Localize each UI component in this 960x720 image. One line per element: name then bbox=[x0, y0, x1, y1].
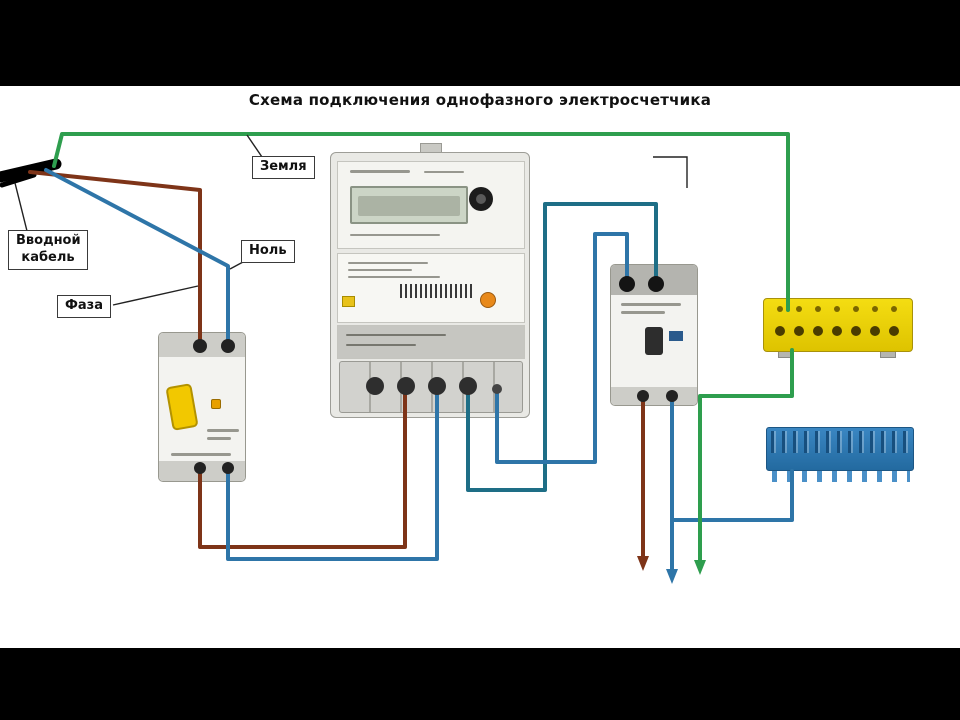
breaker-right-label-mark bbox=[669, 331, 683, 341]
meter-barcode bbox=[400, 284, 472, 298]
breaker-left-top-strip bbox=[159, 333, 245, 357]
breaker-right-text-line bbox=[621, 311, 665, 314]
meter-terminal-block bbox=[339, 361, 523, 413]
pointer-input-cable-label bbox=[14, 182, 28, 232]
breaker-left-text-line bbox=[171, 453, 231, 456]
meter-text-line bbox=[350, 234, 440, 236]
earth-callout-text: Земля bbox=[260, 159, 307, 174]
meter-yellow-mark bbox=[342, 296, 355, 307]
meter-text-line bbox=[346, 334, 446, 336]
neutral-callout-text: Ноль bbox=[249, 243, 287, 258]
wire-input-cable bbox=[0, 158, 62, 183]
neutral-bus-slots bbox=[771, 431, 909, 453]
input-cable-callout: Вводной кабель bbox=[8, 230, 88, 270]
meter-text-line bbox=[348, 262, 428, 264]
meter-orange-button bbox=[480, 292, 496, 308]
meter-text-line bbox=[350, 170, 410, 173]
input-cable-callout-line1: Вводной bbox=[16, 233, 81, 248]
phase-callout-text: Фаза bbox=[65, 298, 103, 313]
breaker-left-lever bbox=[165, 383, 199, 431]
bottom-letterbox-bar bbox=[0, 648, 960, 720]
ground-bus bbox=[763, 298, 913, 352]
breaker-right-top-strip bbox=[611, 265, 697, 295]
pointer-neutral-label bbox=[229, 261, 244, 270]
meter-text-line bbox=[348, 276, 440, 278]
earth-callout: Земля bbox=[252, 156, 315, 179]
breaker-right-text-line bbox=[621, 303, 681, 306]
meter-lcd-display bbox=[350, 186, 468, 224]
neutral-bus bbox=[766, 427, 914, 471]
breaker-left-bottom-strip bbox=[159, 461, 245, 481]
breaker-right-rcd bbox=[610, 264, 698, 406]
meter-top-panel bbox=[337, 161, 525, 249]
diagram-title: Схема подключения однофазного электросче… bbox=[248, 91, 712, 109]
pointer-corner-mark bbox=[653, 156, 688, 188]
pointer-earth-label bbox=[246, 134, 263, 158]
meter-lower-strip bbox=[337, 325, 525, 359]
arrow-phase-to-load bbox=[637, 556, 649, 571]
electric-meter bbox=[330, 152, 530, 418]
breaker-right-bottom-strip bbox=[611, 387, 697, 405]
input-cable-callout-line2: кабель bbox=[21, 249, 75, 265]
breaker-left-text-line bbox=[207, 437, 231, 440]
meter-mid-panel bbox=[337, 253, 525, 323]
meter-text-line bbox=[348, 269, 412, 271]
wire-input-cable-stub bbox=[0, 172, 37, 188]
breaker-left-indicator bbox=[211, 399, 221, 409]
pointer-phase-label bbox=[112, 285, 199, 306]
meter-lcd-digits bbox=[358, 196, 460, 216]
breaker-right-toggle bbox=[645, 327, 663, 355]
neutral-bus-pins bbox=[772, 471, 910, 482]
meter-text-line bbox=[424, 171, 464, 173]
breaker-left-rcd bbox=[158, 332, 246, 482]
neutral-callout: Ноль bbox=[241, 240, 295, 263]
phase-callout: Фаза bbox=[57, 295, 111, 318]
top-letterbox-bar bbox=[0, 0, 960, 86]
arrow-earth-to-load bbox=[694, 560, 706, 575]
meter-text-line bbox=[346, 344, 416, 346]
arrow-neutral-to-load bbox=[666, 569, 678, 584]
breaker-left-text-line bbox=[207, 429, 239, 432]
